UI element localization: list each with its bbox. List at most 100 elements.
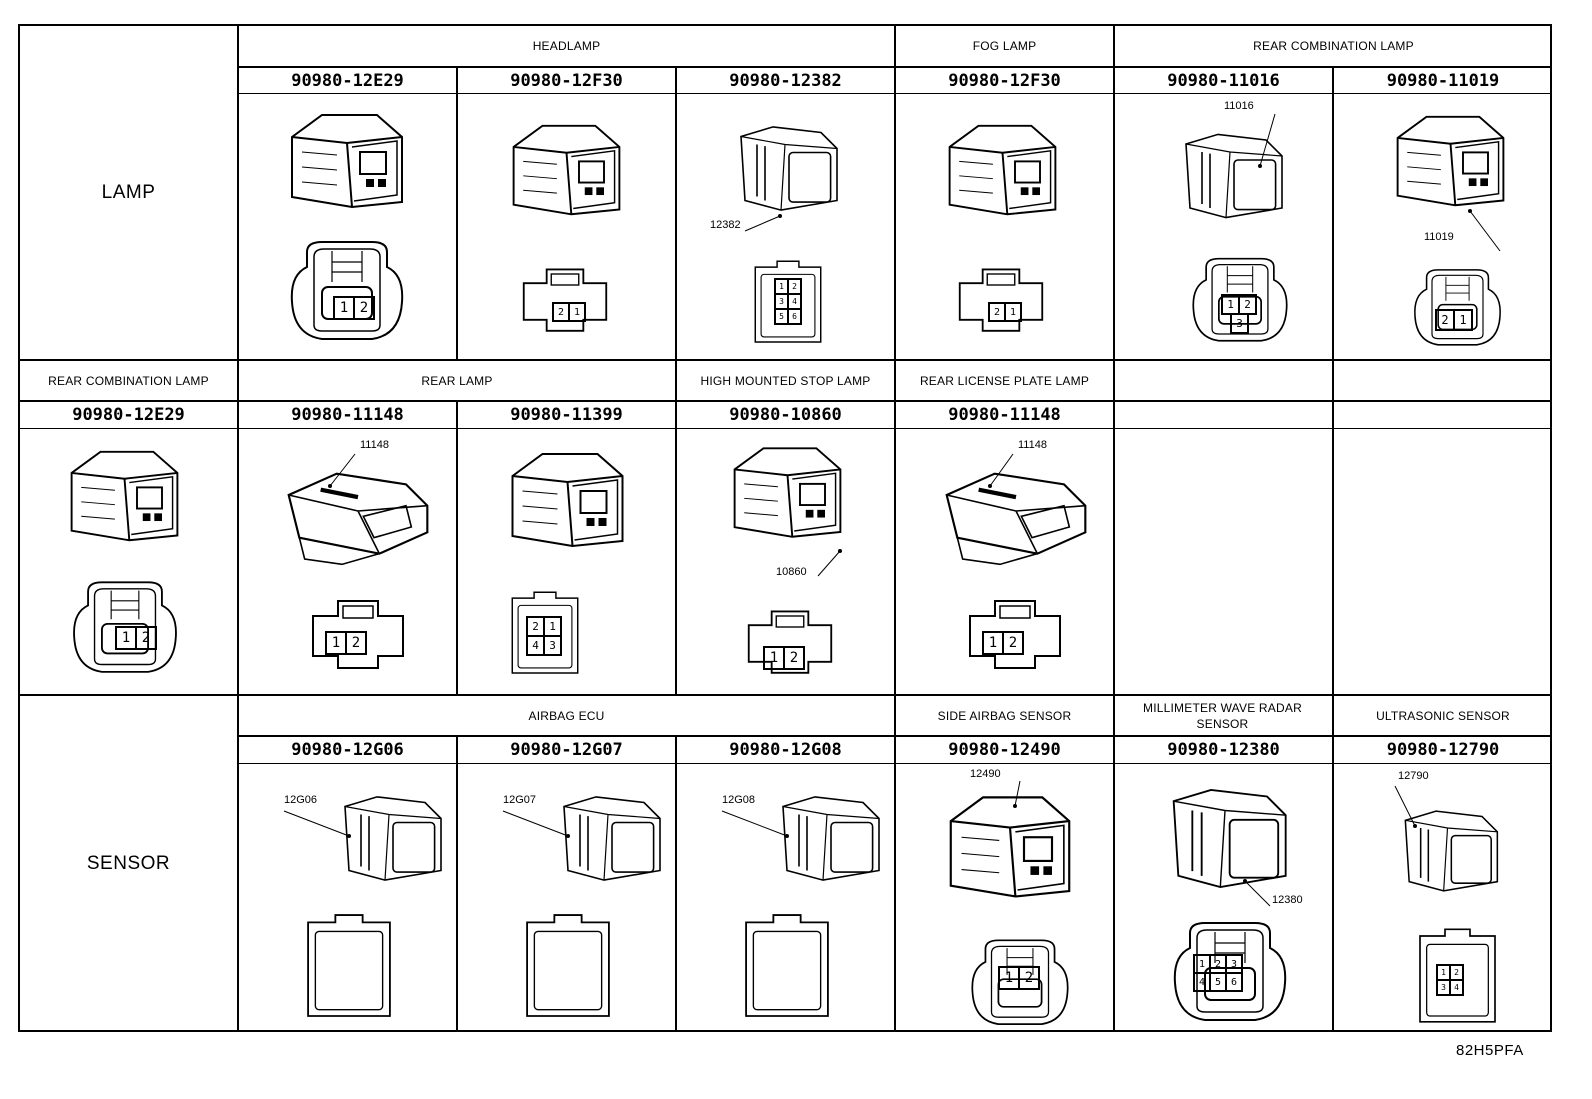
row-divider-2 <box>20 694 1552 696</box>
col-divider-6-r1 <box>1332 66 1334 359</box>
connector-drawing <box>739 125 839 212</box>
callout-label: 12G07 <box>503 794 537 806</box>
pin-number: 1 <box>544 617 561 636</box>
pin-number: 4 <box>788 294 801 309</box>
pin-number: 4 <box>1450 980 1463 995</box>
row-divider-1 <box>20 359 1552 361</box>
pin-number: 2 <box>1003 632 1023 654</box>
connector-face-drawing <box>747 610 833 675</box>
callout-label: 11148 <box>360 439 389 451</box>
part-number: 90980-12E29 <box>72 405 185 425</box>
group-high-mounted-stop-lamp: HIGH MOUNTED STOP LAMP <box>700 373 871 388</box>
connector-drawing <box>562 795 662 882</box>
connector-drawing <box>1396 115 1505 207</box>
group-rear-combination-lamp: REAR COMBINATION LAMP <box>1253 39 1414 53</box>
col-divider-3-r1 <box>675 66 677 359</box>
col-divider-label <box>237 26 239 1032</box>
group-millimeter-wave-radar-sensor: MILLIMETER WAVE RADAR SENSOR <box>1143 700 1302 731</box>
pin-number: 4 <box>527 636 544 655</box>
pin-number: 2 <box>136 627 156 649</box>
pin-number: 1 <box>983 632 1003 654</box>
col-divider-3-r2 <box>675 359 677 694</box>
callout-label: 12G08 <box>722 794 756 806</box>
part-number: 90980-12380 <box>1167 740 1280 760</box>
connector-drawing <box>733 447 842 538</box>
pin-number: 1 <box>999 967 1019 989</box>
callout-leader-line <box>1258 113 1276 168</box>
group-rear-lamp: REAR LAMP <box>421 373 493 388</box>
callout-label: 11019 <box>1424 231 1454 243</box>
group-side-airbag-sensor: SIDE AIRBAG SENSOR <box>937 708 1072 723</box>
callout-leader-line <box>1394 785 1417 828</box>
part-number: 90980-12G08 <box>729 740 842 760</box>
connector-drawing <box>290 113 404 209</box>
part-number: 90980-11148 <box>291 405 404 425</box>
connector-drawing <box>1172 788 1287 889</box>
part-number: 90980-12490 <box>948 740 1061 760</box>
callout-leader-line <box>817 549 842 577</box>
callout-label: 12490 <box>970 768 1001 780</box>
part-number: 90980-12F30 <box>510 70 623 91</box>
connector-drawing <box>949 796 1071 898</box>
row2-part-line <box>20 428 1552 429</box>
callout-leader-line <box>721 810 789 838</box>
pin-number: 2 <box>527 617 544 636</box>
col-divider-2-r1 <box>456 66 458 359</box>
connector-drawing <box>781 795 881 882</box>
col-divider-6-r3 <box>1332 694 1334 1032</box>
pin-number: 2 <box>1239 295 1256 314</box>
connector-face-drawing <box>307 914 391 1017</box>
connector-drawing <box>1185 133 1283 219</box>
pin-number: 1 <box>1454 310 1472 330</box>
callout-leader-line <box>988 453 1014 488</box>
callout-leader-line <box>283 810 351 838</box>
pin-number: 6 <box>788 309 801 324</box>
row2-header-line <box>20 400 1552 402</box>
part-number: 90980-10860 <box>729 405 842 425</box>
connector-drawing <box>343 795 443 882</box>
group-headlamp: HEADLAMP <box>532 39 601 53</box>
connector-face-drawing <box>290 240 404 341</box>
section-label-sensor: SENSOR <box>86 852 171 874</box>
connector-face-drawing <box>526 914 610 1017</box>
callout-leader-line <box>1243 879 1271 907</box>
connector-drawing <box>511 452 624 548</box>
pin-number: 3 <box>1231 314 1248 333</box>
pin-number: 1 <box>326 632 346 654</box>
pin-number: 3 <box>544 636 561 655</box>
pin-number: 1 <box>1194 955 1210 973</box>
section-label-lamp: LAMP <box>101 181 156 203</box>
pin-number: 1 <box>569 303 585 321</box>
callout-leader-line <box>502 810 570 838</box>
group-airbag-ecu: AIRBAG ECU <box>528 708 605 723</box>
pin-number: 2 <box>354 297 374 319</box>
pin-number: 5 <box>775 309 788 324</box>
callout-leader-line <box>328 453 356 488</box>
group-rear-combination-lamp-2: REAR COMBINATION LAMP <box>48 373 209 388</box>
connector-drawing <box>1404 810 1499 892</box>
callout-label: 12G06 <box>284 794 318 806</box>
part-number: 90980-11016 <box>1167 70 1280 91</box>
col-divider-3-r3 <box>675 735 677 1032</box>
pin-number: 1 <box>334 297 354 319</box>
connector-drawing <box>70 450 179 542</box>
connector-drawing <box>948 124 1057 216</box>
group-ultrasonic-sensor: ULTRASONIC SENSOR <box>1376 708 1510 723</box>
connector-drawing <box>512 124 621 216</box>
pin-number: 6 <box>1226 973 1242 991</box>
pin-number: 3 <box>1437 980 1450 995</box>
pin-number: 2 <box>788 279 801 294</box>
callout-label: 12380 <box>1272 894 1303 906</box>
callout-label: 10860 <box>776 566 807 578</box>
pin-number: 1 <box>1437 965 1450 980</box>
col-divider-6-r2 <box>1332 359 1334 694</box>
connector-chart-grid: LAMP SENSOR HEADLAMP FOG LAMP REAR COMBI… <box>18 24 1552 1059</box>
